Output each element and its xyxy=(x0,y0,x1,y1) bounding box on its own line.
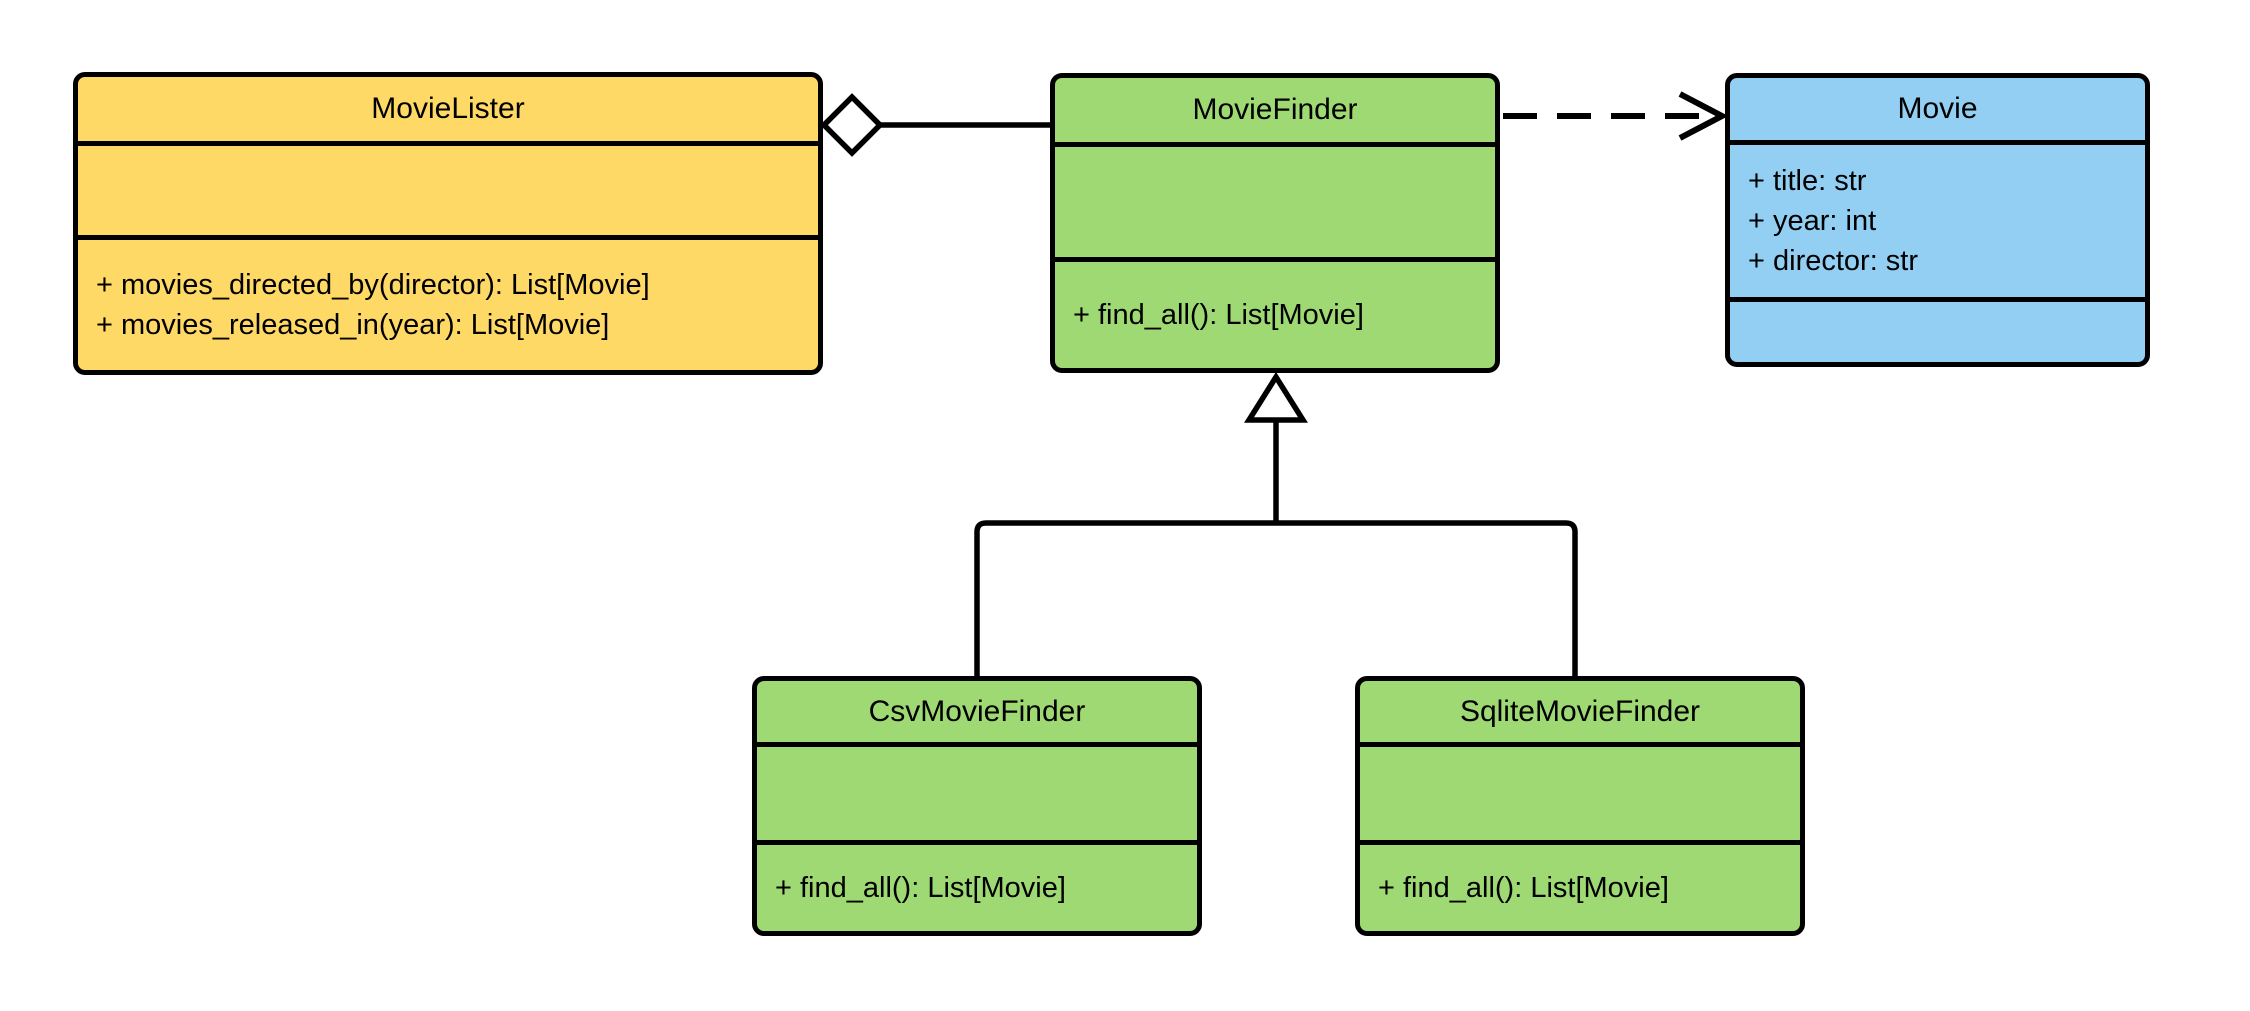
attributes-compartment xyxy=(757,742,1197,840)
attribute-text: + year: int xyxy=(1748,205,1877,237)
methods-compartment: + find_all(): List[Movie] xyxy=(1360,840,1800,931)
class-box-moviefinder[interactable]: MovieFinder + find_all(): List[Movie] xyxy=(1050,73,1500,373)
method-text: + find_all(): List[Movie] xyxy=(1378,872,1669,904)
method-text: + movies_released_in(year): List[Movie] xyxy=(96,309,610,341)
inheritance-connector[interactable] xyxy=(974,371,1578,676)
methods-compartment: + movies_directed_by(director): List[Mov… xyxy=(78,235,818,370)
attribute-text: + director: str xyxy=(1748,245,1919,277)
class-title: MovieFinder xyxy=(1192,93,1358,126)
class-title: Movie xyxy=(1897,92,1978,125)
methods-compartment: + find_all(): List[Movie] xyxy=(757,840,1197,931)
method-text: + find_all(): List[Movie] xyxy=(1073,299,1364,331)
method-text: + movies_directed_by(director): List[Mov… xyxy=(96,269,650,301)
attributes-compartment xyxy=(1055,142,1495,257)
attributes-compartment: + title: str + year: int + director: str xyxy=(1730,140,2145,297)
attributes-compartment xyxy=(78,141,818,235)
dependency-connector[interactable] xyxy=(1503,91,1729,141)
class-title: MovieLister xyxy=(371,92,525,125)
inheritance-branch-right xyxy=(1276,520,1578,676)
aggregation-connector[interactable] xyxy=(820,93,1052,157)
class-title: CsvMovieFinder xyxy=(868,694,1086,728)
inheritance-triangle-icon xyxy=(1244,371,1308,423)
class-title: SqliteMovieFinder xyxy=(1459,694,1701,728)
dependency-open-arrow-icon xyxy=(1678,91,1729,141)
inheritance-branch-left xyxy=(974,520,1276,676)
attribute-text: + title: str xyxy=(1748,165,1867,197)
class-box-movie[interactable]: Movie + title: str + year: int + directo… xyxy=(1725,73,2150,367)
methods-compartment xyxy=(1730,297,2145,362)
class-box-csvmoviefinder[interactable]: CsvMovieFinder + find_all(): List[Movie] xyxy=(752,676,1202,936)
class-box-movielister[interactable]: MovieLister + movies_directed_by(directo… xyxy=(73,72,823,375)
method-text: + find_all(): List[Movie] xyxy=(775,872,1066,904)
methods-compartment: + find_all(): List[Movie] xyxy=(1055,257,1495,368)
aggregation-diamond-icon xyxy=(820,93,884,157)
class-box-sqlitemoviefinder[interactable]: SqliteMovieFinder + find_all(): List[Mov… xyxy=(1355,676,1805,936)
attributes-compartment xyxy=(1360,742,1800,840)
